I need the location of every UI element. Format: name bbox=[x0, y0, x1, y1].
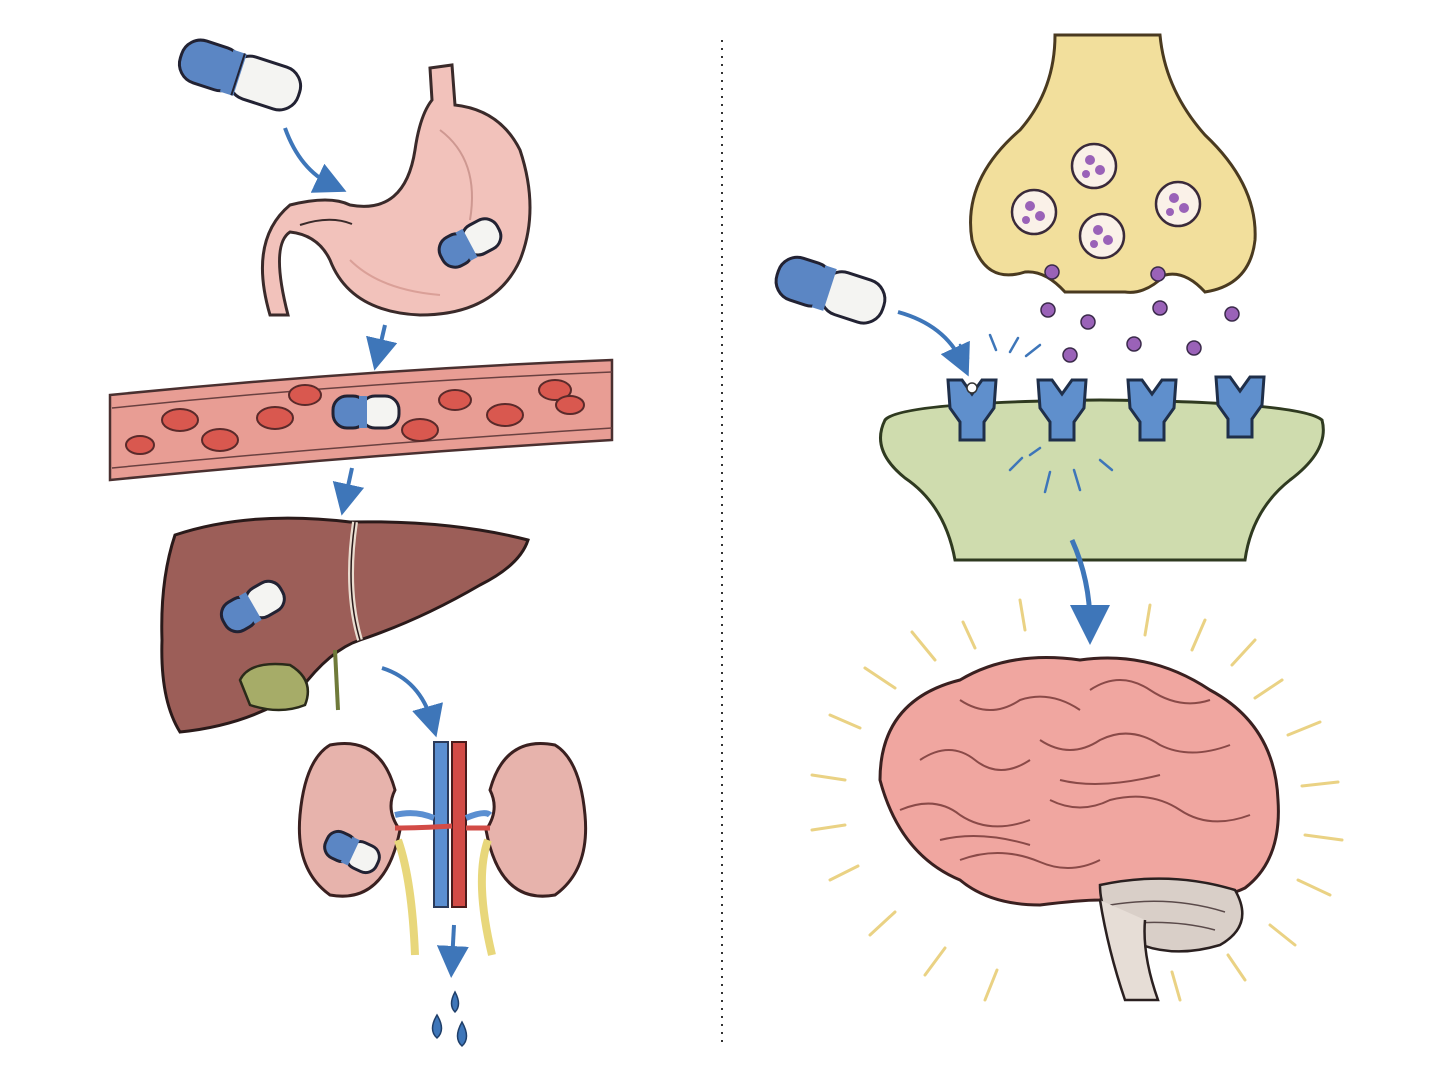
glow-rays bbox=[810, 598, 1344, 1002]
receptor-icon bbox=[1214, 375, 1266, 439]
flow-arrow-icon bbox=[436, 924, 469, 978]
pharmacokinetics-panel bbox=[108, 38, 614, 1048]
vesicles bbox=[1010, 142, 1202, 260]
liver-icon bbox=[160, 516, 530, 734]
postsynaptic-neuron-icon bbox=[879, 398, 1325, 562]
brain-icon bbox=[878, 656, 1280, 1002]
capsule-icon bbox=[219, 579, 286, 634]
excreted-drops-icon bbox=[431, 990, 468, 1048]
capsule-icon bbox=[437, 217, 503, 269]
capsule-icon bbox=[774, 255, 887, 325]
flow-arrow-icon bbox=[366, 324, 398, 371]
flow-arrow-icon bbox=[332, 467, 365, 516]
neurotransmitter-dots bbox=[1040, 264, 1240, 363]
presynaptic-terminal-icon bbox=[969, 33, 1257, 294]
receptor-icon bbox=[1126, 378, 1178, 442]
capsule-icon bbox=[323, 829, 381, 875]
flow-arrow-icon bbox=[1069, 538, 1110, 645]
receptors bbox=[946, 375, 1266, 442]
flow-arrow-icon bbox=[897, 310, 970, 377]
receptor-icon bbox=[1036, 378, 1088, 442]
stomach-icon bbox=[260, 63, 532, 317]
flow-arrow-icon bbox=[381, 666, 443, 738]
pharmacodynamics-panel bbox=[774, 33, 1344, 1002]
flow-arrow-icon bbox=[283, 127, 347, 193]
capsule-icon bbox=[177, 38, 303, 112]
capsule-icon bbox=[331, 394, 401, 430]
activation-sparks bbox=[958, 333, 1114, 494]
